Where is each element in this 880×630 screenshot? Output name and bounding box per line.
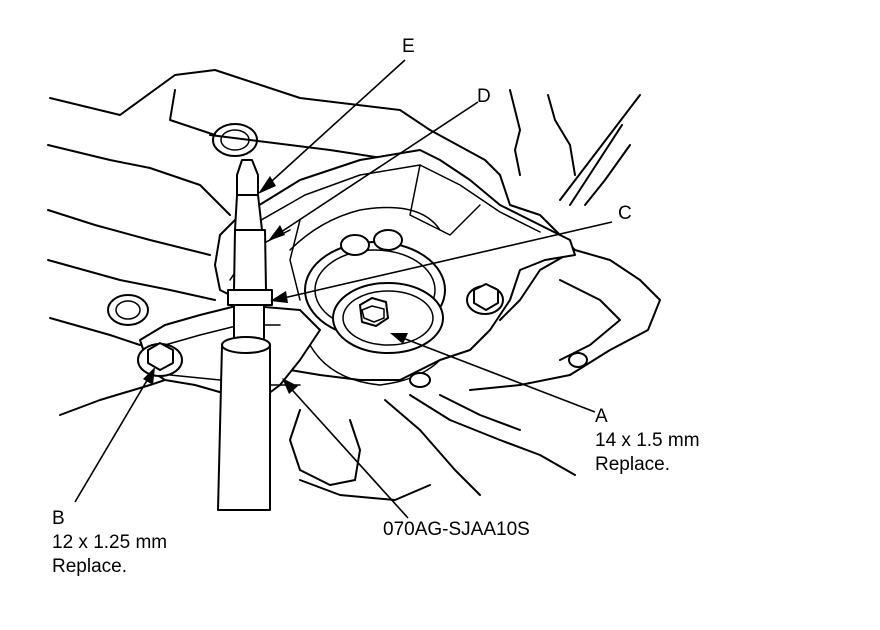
- arrow-d: [268, 225, 285, 241]
- arrow-e: [258, 176, 276, 194]
- leader-d: [271, 101, 479, 239]
- leader-tool: [284, 381, 409, 519]
- arrow-a: [390, 333, 408, 344]
- callout-b-letter: B: [52, 508, 65, 529]
- callout-a-note: Replace.: [595, 454, 670, 475]
- callout-b-spec: 12 x 1.25 mm: [52, 532, 168, 553]
- arrow-b: [143, 367, 155, 385]
- leader-e: [261, 59, 406, 191]
- leader-b: [74, 371, 153, 503]
- callout-d-letter: D: [477, 86, 491, 107]
- leader-lines: [74, 59, 613, 519]
- callout-a-letter: A: [595, 406, 608, 427]
- bolt-b: [137, 342, 183, 377]
- bolt-c: [340, 229, 403, 256]
- callout-e-letter: E: [402, 36, 415, 57]
- arrow-tool: [282, 378, 298, 394]
- special-tool-shaft: [217, 159, 273, 511]
- leader-a: [394, 334, 596, 413]
- subframe-body: [47, 69, 661, 501]
- arrow-c: [270, 291, 288, 303]
- callout-b-note: Replace.: [52, 556, 127, 577]
- callout-a-spec: 14 x 1.5 mm: [595, 430, 700, 451]
- frame-holes: [107, 123, 588, 368]
- tool-number-label: 070AG-SJAA10S: [383, 519, 530, 540]
- callout-c-letter: C: [618, 203, 632, 224]
- leader-c: [274, 221, 613, 301]
- frame-bolt-right: [466, 283, 504, 315]
